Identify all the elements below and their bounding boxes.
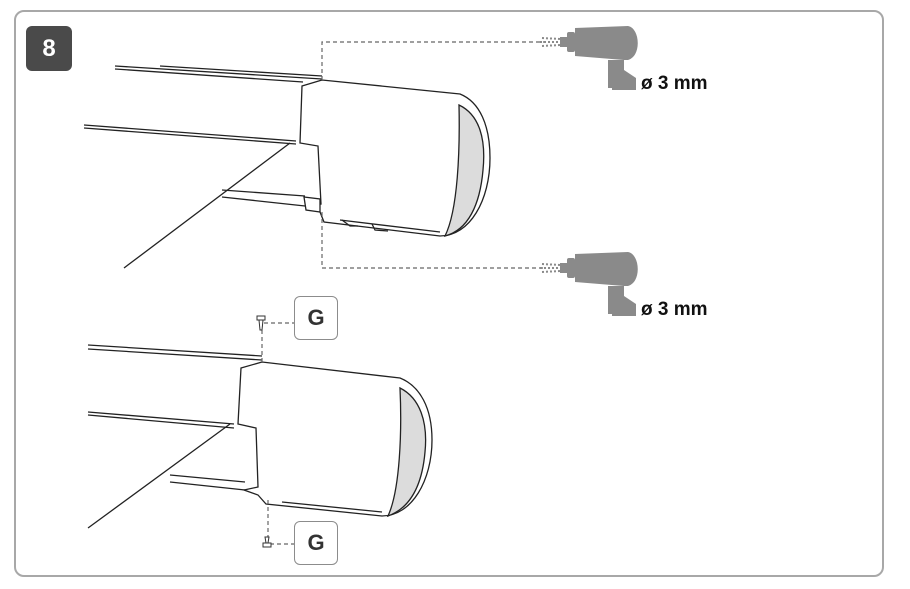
middle-rail-line — [87, 414, 235, 429]
bottom-rail-line — [169, 481, 246, 491]
drill-size-label-bottom: ø 3 mm — [641, 299, 708, 320]
top-drill-guides — [321, 41, 545, 269]
drill-icon — [540, 26, 638, 90]
awning-fabric-line — [123, 142, 291, 269]
screw-icon — [256, 315, 266, 331]
middle-rail-line — [87, 411, 235, 425]
bottom-rail-line — [221, 189, 306, 197]
middle-rail-line — [83, 127, 297, 145]
middle-rail-line — [83, 124, 297, 142]
bottom-end-cap-shade — [386, 386, 427, 518]
bottom-end-cap — [237, 361, 433, 517]
awning-fabric-line — [87, 423, 231, 529]
top-awning-assembly — [83, 65, 491, 269]
screw-part-label-top: G — [294, 296, 338, 340]
bottom-rail-line — [169, 474, 246, 483]
top-end-cap-shade — [443, 103, 485, 237]
screw-part-label-bottom: G — [294, 521, 338, 565]
screw-icon — [262, 536, 272, 548]
top-rail-line — [114, 68, 304, 83]
top-rail-line — [87, 344, 263, 357]
screw-guides — [261, 322, 294, 545]
instruction-frame — [14, 10, 884, 577]
top-rail-line — [87, 348, 263, 361]
drill-size-label-top: ø 3 mm — [641, 73, 708, 94]
top-rail-line — [114, 65, 323, 80]
top-rail-line — [159, 65, 323, 77]
drill-icon — [540, 252, 638, 316]
bottom-awning-assembly — [87, 344, 433, 529]
step-number-badge: 8 — [26, 26, 72, 71]
bottom-rail-line — [221, 196, 306, 207]
